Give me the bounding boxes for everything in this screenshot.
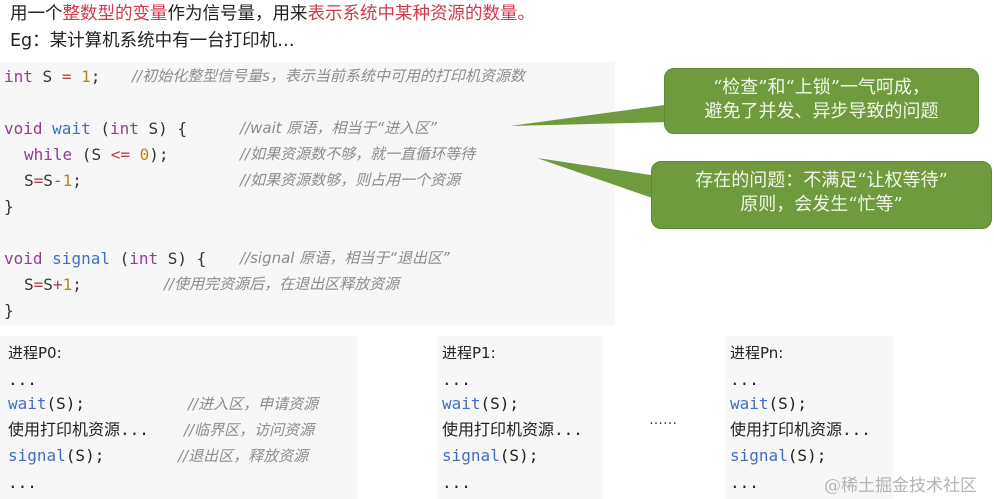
code-text: ( xyxy=(90,119,110,138)
code-line-signal-header: void signal (int S) { xyxy=(4,246,206,272)
code-line-increment: S=S+1; xyxy=(24,272,82,298)
code-comment: //wait 原语，相当于“进入区” xyxy=(240,119,437,137)
code-line-wait-header: void wait (int S) { xyxy=(4,116,187,142)
operator: + xyxy=(52,275,63,294)
process-p0-block: 进程P0: ... wait(S); //进入区，申请资源 使用打印机资源...… xyxy=(0,336,358,499)
code-text: (S); xyxy=(499,446,539,465)
keyword: while xyxy=(24,145,73,164)
code-text: (S); xyxy=(46,394,86,413)
intro-line-1: 用一个整数型的变量作为信号量，用来表示系统中某种资源的数量。 xyxy=(10,3,535,25)
intro-highlight: 。 xyxy=(517,4,536,24)
code-close-brace: } xyxy=(4,197,14,216)
callout-text: 原则，会发生“忙等” xyxy=(740,194,903,215)
code-comment: //signal 原语，相当于“退出区” xyxy=(240,249,450,267)
code-text: ); xyxy=(149,145,169,164)
callout-atomic-check-lock: “检查”和“上锁”一气呵成， 避免了并发、异步导致的问题 xyxy=(664,68,979,134)
function-name: wait xyxy=(8,394,47,413)
process-title: 进程P1: xyxy=(442,344,496,362)
process-p1-block: 进程P1: ... wait(S); 使用打印机资源... signal(S);… xyxy=(437,336,603,499)
operator: <= xyxy=(110,145,130,164)
callout-busy-waiting-issue: 存在的问题：不满足“让权等待” 原则，会发生“忙等” xyxy=(651,161,992,229)
process-dots: ... xyxy=(442,370,471,389)
code-text: (S); xyxy=(768,394,808,413)
code-text: (S); xyxy=(480,394,520,413)
number: 1 xyxy=(62,171,73,190)
code-text: S xyxy=(24,275,34,294)
callout-text: “检查”和“上锁”一气呵成， xyxy=(713,77,930,98)
code-line-while: while (S <= 0); xyxy=(24,142,169,168)
process-signal-call: signal(S); xyxy=(730,443,826,469)
process-comment: //进入区，申请资源 xyxy=(188,395,319,413)
code-text: ; xyxy=(90,67,101,86)
intro-highlight: 表示系统中某种资源的数量 xyxy=(307,4,518,24)
intro-highlight: 整数型的变量 xyxy=(62,4,168,24)
intro-text: 作为信号量，用来 xyxy=(167,4,308,24)
code-text: S xyxy=(43,171,53,190)
process-use-resource: 使用打印机资源... xyxy=(8,420,149,439)
code-close-brace: } xyxy=(4,301,14,320)
process-title: 进程Pn: xyxy=(730,344,784,362)
code-text: ( xyxy=(109,249,130,268)
code-comment: //初始化整型信号量s，表示当前系统中可用的打印机资源数 xyxy=(132,67,525,85)
operator: - xyxy=(52,171,63,190)
process-dots: ... xyxy=(8,473,37,492)
process-comment: //临界区，访问资源 xyxy=(184,421,315,439)
intro-text: 用一个 xyxy=(10,4,63,24)
code-comment: //如果资源数不够，就一直循环等待 xyxy=(240,145,476,163)
function-name: signal xyxy=(442,446,500,465)
number: 1 xyxy=(62,275,73,294)
code-text: S xyxy=(43,275,53,294)
operator: = xyxy=(61,67,72,86)
code-line-decrement: S=S-1; xyxy=(24,168,82,194)
process-use-resource: 使用打印机资源... xyxy=(442,420,583,439)
process-dots: ... xyxy=(442,473,471,492)
process-pn-block: 进程Pn: ... wait(S); 使用打印机资源... signal(S);… xyxy=(725,336,893,499)
process-use-resource: 使用打印机资源... xyxy=(730,420,871,439)
process-signal-call: signal(S); xyxy=(8,443,104,469)
function-name: wait xyxy=(442,394,481,413)
keyword: void xyxy=(4,119,43,138)
code-text: (S); xyxy=(787,446,827,465)
number: 1 xyxy=(81,67,91,86)
process-wait-call: wait(S); xyxy=(8,391,85,417)
function-name: wait xyxy=(730,394,769,413)
code-text: S xyxy=(32,67,62,86)
code-line-init: int S = 1; xyxy=(4,64,100,90)
process-dots: ... xyxy=(8,370,37,389)
process-comment: //退出区，释放资源 xyxy=(178,447,309,465)
watermark: @稀土掘金技术社区 xyxy=(824,476,977,496)
process-dots: ... xyxy=(730,473,759,492)
intro-line-2: Eg：某计算机系统中有一台打印机… xyxy=(10,31,295,51)
keyword: int xyxy=(4,67,33,86)
code-text xyxy=(71,67,81,86)
code-text: ; xyxy=(72,275,82,294)
operator: = xyxy=(33,171,44,190)
code-text: S) { xyxy=(138,119,188,138)
callout-text: 避免了并发、异步导致的问题 xyxy=(704,101,939,122)
operator: = xyxy=(33,275,44,294)
code-text: (S xyxy=(72,145,111,164)
process-signal-call: signal(S); xyxy=(442,443,538,469)
process-wait-call: wait(S); xyxy=(730,391,807,417)
function-name: signal xyxy=(52,249,110,268)
semaphore-code-block: int S = 1; //初始化整型信号量s，表示当前系统中可用的打印机资源数 … xyxy=(0,62,615,325)
function-name: wait xyxy=(52,119,91,138)
code-text: (S); xyxy=(65,446,105,465)
keyword: int xyxy=(109,119,139,138)
function-name: signal xyxy=(8,446,66,465)
code-text: ; xyxy=(72,171,82,190)
keyword: void xyxy=(4,249,43,268)
process-wait-call: wait(S); xyxy=(442,391,519,417)
code-text: S xyxy=(24,171,34,190)
keyword: int xyxy=(129,249,159,268)
number: 0 xyxy=(139,145,150,164)
process-dots: ... xyxy=(730,370,759,389)
function-name: signal xyxy=(730,446,788,465)
code-text: S) { xyxy=(158,249,207,268)
code-comment: //使用完资源后，在退出区释放资源 xyxy=(164,275,400,293)
more-processes-ellipsis: …… xyxy=(649,412,677,428)
process-title: 进程P0: xyxy=(8,344,62,362)
code-comment: //如果资源数够，则占用一个资源 xyxy=(240,171,461,189)
callout-text: 存在的问题：不满足“让权等待” xyxy=(695,170,948,191)
